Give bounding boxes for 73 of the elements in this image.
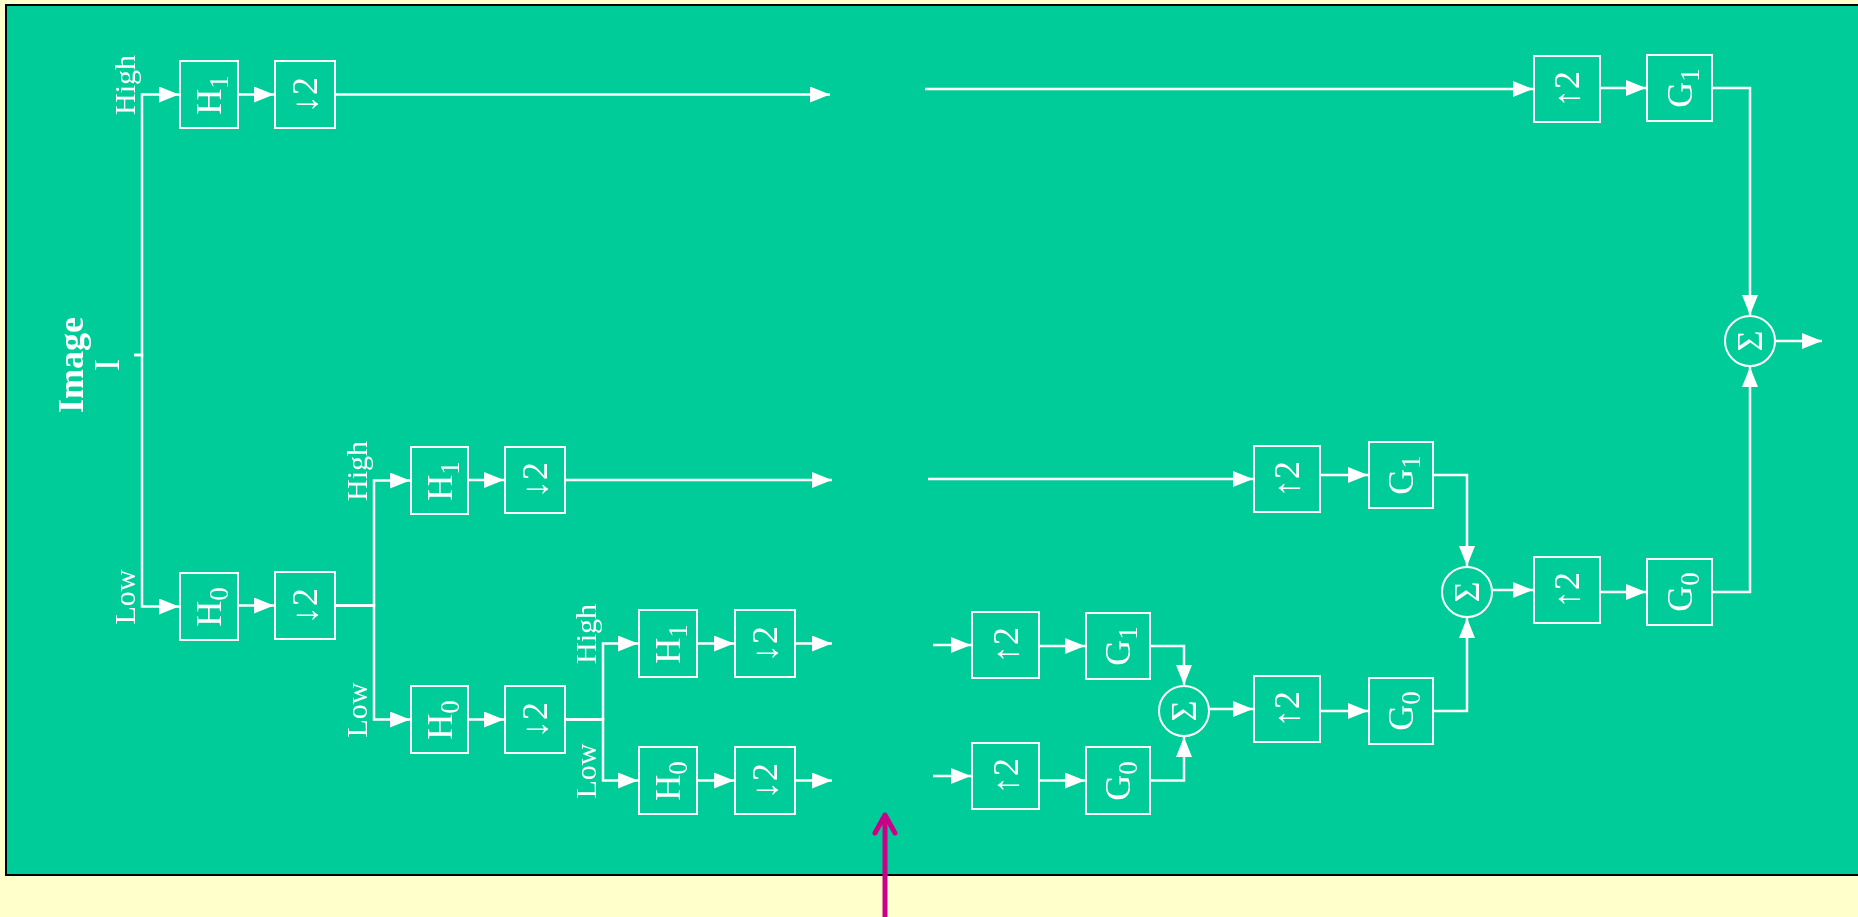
- arrow: [1151, 644, 1192, 685]
- filter-label: Σ: [1449, 581, 1485, 603]
- arrow: [134, 353, 179, 615]
- arrow: [1713, 367, 1758, 594]
- filter-box: [410, 446, 469, 515]
- filter-box: [504, 685, 566, 754]
- arrow: [1321, 703, 1368, 719]
- filter-label: ↑2: [987, 627, 1024, 663]
- arrow: [925, 81, 1533, 97]
- arrow: [796, 772, 832, 789]
- filter-box: [1533, 55, 1601, 123]
- filter-box: [1533, 556, 1601, 624]
- arrow: [933, 637, 971, 653]
- arrow: [796, 635, 832, 652]
- arrow: [239, 86, 274, 103]
- arrow: [469, 711, 504, 728]
- filter-label: ↓2: [517, 701, 553, 738]
- filter-box: [410, 685, 469, 754]
- filter-box: [971, 611, 1040, 679]
- filter-label: ↓2: [517, 462, 553, 498]
- arrow: [336, 604, 410, 728]
- filter-box: [1646, 558, 1713, 626]
- arrow: [1040, 772, 1085, 789]
- arrow: [1713, 86, 1758, 315]
- filter-box: [1085, 612, 1151, 680]
- filter-box: [1646, 54, 1713, 122]
- arrow: [1493, 582, 1533, 598]
- filter-box: [274, 571, 336, 640]
- arrow: [1040, 638, 1085, 654]
- filter-box: [1085, 746, 1151, 815]
- filter-label: ↑2: [1269, 461, 1305, 497]
- arrow: [1210, 701, 1253, 717]
- filter-box: [179, 572, 239, 641]
- filter-label: ↑2: [987, 758, 1024, 794]
- filter-label: Σ: [1732, 330, 1768, 352]
- filter-box: [274, 60, 336, 129]
- arrow: [1434, 473, 1475, 566]
- arrow: [1776, 333, 1822, 349]
- filter-label: ↓2: [287, 76, 323, 113]
- arrow: [469, 472, 504, 488]
- filter-label: ↑2: [1269, 691, 1305, 727]
- filter-label: Σ: [1166, 700, 1202, 722]
- arrow: [1601, 584, 1646, 600]
- filter-box: [1368, 441, 1434, 509]
- filter-box: [638, 609, 698, 678]
- image-label: I: [89, 359, 125, 371]
- arrow: [566, 472, 832, 488]
- filter-label: ↓2: [747, 762, 783, 799]
- filter-label: ↓2: [747, 625, 783, 662]
- arrow: [928, 471, 1253, 487]
- arrow: [239, 597, 274, 614]
- filter-box: [734, 609, 796, 678]
- arrow: [1434, 618, 1475, 713]
- filter-label: ↑2: [1549, 71, 1585, 107]
- arrow: [698, 635, 734, 652]
- filter-box: [1253, 675, 1321, 743]
- filter-box: [179, 60, 239, 129]
- filter-label: ↓2: [287, 587, 323, 624]
- arrow: [1321, 467, 1368, 483]
- filter-box: [638, 746, 698, 815]
- filter-box: [734, 746, 796, 815]
- arrow: [1151, 737, 1192, 782]
- arrow: [336, 86, 830, 103]
- image-label: Image: [53, 317, 89, 413]
- filter-box: [971, 742, 1040, 810]
- filter-box: [1253, 445, 1321, 513]
- filter-label: ↑2: [1549, 572, 1585, 608]
- arrow: [933, 768, 971, 784]
- arrow: [698, 772, 734, 789]
- arrow: [1601, 80, 1646, 96]
- arrow: [566, 718, 638, 789]
- filter-box: [504, 446, 566, 514]
- filter-box: [1368, 677, 1434, 745]
